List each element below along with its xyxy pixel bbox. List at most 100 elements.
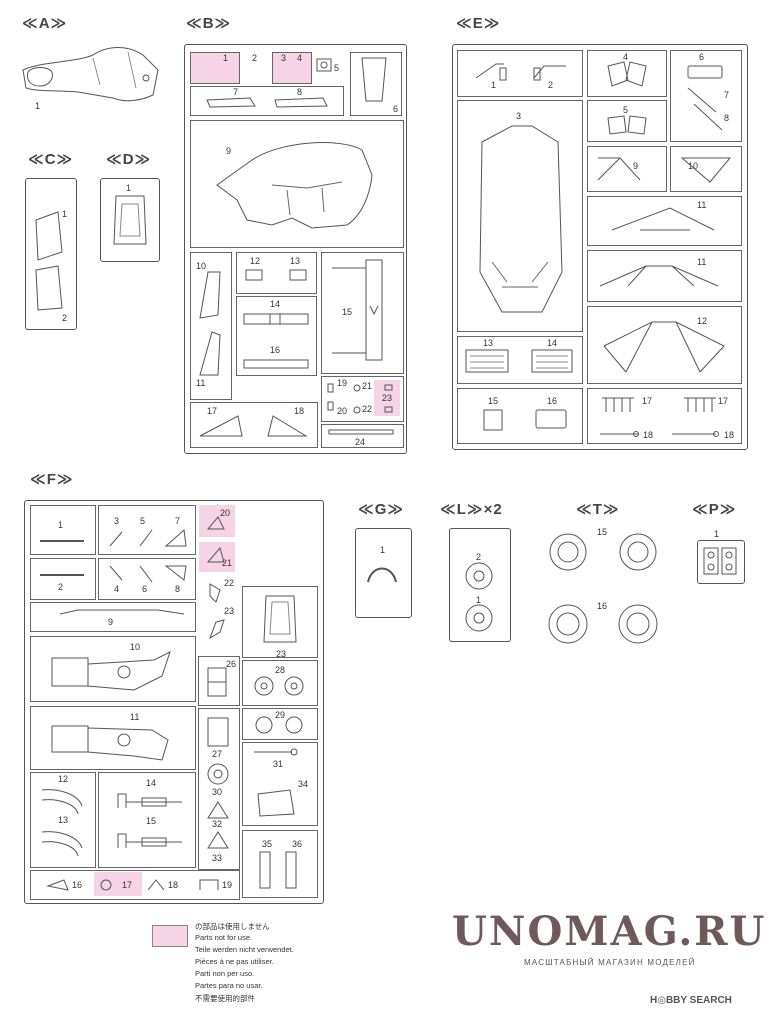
part-number: 27 <box>212 749 223 759</box>
part-cell <box>587 306 742 384</box>
part-number: 19 <box>222 880 233 890</box>
engine-block-left <box>51 651 171 691</box>
part-number: 16 <box>597 601 608 611</box>
part-number: 21 <box>362 381 373 391</box>
part-cell <box>190 120 404 248</box>
part-number: 23 <box>224 606 235 616</box>
part-number: 23 <box>276 649 287 659</box>
f31-part <box>254 748 298 756</box>
f34-part <box>257 789 295 817</box>
sprue-g-frame <box>355 528 412 618</box>
part-number: 11 <box>697 200 707 210</box>
f1-part <box>40 540 84 542</box>
part-number: 10 <box>196 261 207 271</box>
part-number: 36 <box>292 839 303 849</box>
e14-part <box>611 207 715 231</box>
part-number: 17 <box>122 880 133 890</box>
part-cell <box>190 86 344 116</box>
legend-line: Pièces à ne pas utiliser. <box>195 957 274 966</box>
b6-part <box>361 57 387 102</box>
tires <box>548 533 658 644</box>
part-number: 13 <box>290 256 301 266</box>
part-cell <box>321 424 404 448</box>
part-number: 18 <box>294 406 305 416</box>
part-cell <box>457 336 583 384</box>
part-cell <box>242 708 318 740</box>
part-number: 34 <box>298 779 309 789</box>
part-number: 16 <box>72 880 83 890</box>
undertray-part <box>216 142 373 229</box>
part-cell <box>457 100 583 332</box>
f21-part <box>206 546 225 563</box>
windscreen-part <box>113 195 147 245</box>
part-number: 1 <box>380 545 386 555</box>
e4-e5-radiators <box>465 349 573 373</box>
sprue-p-frame <box>697 540 745 584</box>
f27-part <box>207 667 227 697</box>
part-number: 2 <box>476 552 482 562</box>
unused-part-cell <box>190 52 240 84</box>
part-cell <box>30 505 96 555</box>
e13-part <box>680 157 732 183</box>
legend-line: Parts not for use. <box>195 933 253 942</box>
f22-part <box>209 583 221 603</box>
part-number: 14 <box>270 299 281 309</box>
part-number: 6 <box>699 52 705 62</box>
e1-e2-parts <box>475 63 566 81</box>
part-number: 1 <box>223 53 229 63</box>
f29-wheels <box>254 676 304 696</box>
part-number: 21 <box>222 558 233 568</box>
part-cell <box>587 146 667 192</box>
part-number: 9 <box>108 617 114 627</box>
part-number: 17 <box>642 396 653 406</box>
part-number: 2 <box>62 313 68 323</box>
part-number: 15 <box>597 527 608 537</box>
part-number: 22 <box>362 404 373 414</box>
part-number: 1 <box>491 80 497 90</box>
legend-line: の部品は使用しません <box>195 922 270 931</box>
part-cell <box>236 252 317 294</box>
part-number: 6 <box>142 584 148 594</box>
unused-parts-swatch <box>152 925 188 947</box>
part-number: 1 <box>714 529 720 539</box>
section-c-label: ≪C≫ <box>28 151 74 168</box>
part-number: 5 <box>334 63 340 73</box>
e8-part <box>607 61 647 87</box>
unused-part-cell <box>272 52 312 84</box>
part-number: 4 <box>114 584 120 594</box>
legend-line: Partes para no usar. <box>195 981 263 990</box>
b14-part <box>243 313 309 325</box>
part-number: 7 <box>175 516 181 526</box>
f20-part <box>206 516 225 530</box>
b12-b13-parts <box>245 269 307 281</box>
f2-part <box>40 574 84 576</box>
part-number: 31 <box>273 759 284 769</box>
part-cell <box>587 388 742 444</box>
part-number: 7 <box>724 90 730 100</box>
part-number: 3 <box>281 53 287 63</box>
b15-part <box>332 259 383 361</box>
b7-b8-parts <box>206 97 328 108</box>
engine-block-right <box>51 725 169 761</box>
part-number: 35 <box>262 839 273 849</box>
legend-line: Teile werden nicht verwendet. <box>195 945 294 954</box>
part-number: 10 <box>130 642 141 652</box>
part-cell <box>98 505 196 555</box>
part-number: 8 <box>724 113 730 123</box>
sprue-d-frame <box>100 178 160 262</box>
part-number: 12 <box>250 256 261 266</box>
part-cell <box>242 830 318 898</box>
exhaust-headers <box>41 789 83 857</box>
b16-part <box>243 359 309 369</box>
part-number: 1 <box>126 183 132 193</box>
f4-f6-f8-parts <box>109 565 187 583</box>
unused-part-cell <box>199 542 235 572</box>
part-number: 30 <box>212 787 223 797</box>
part-number: 17 <box>207 406 218 416</box>
legend-line: Parti non per uso. <box>195 969 255 978</box>
source-credit: H◎BBY SEARCH <box>650 995 732 1006</box>
part-number: 15 <box>488 396 499 406</box>
part-cell <box>198 708 240 870</box>
part-cell <box>587 250 742 302</box>
part-number: 26 <box>226 659 237 669</box>
